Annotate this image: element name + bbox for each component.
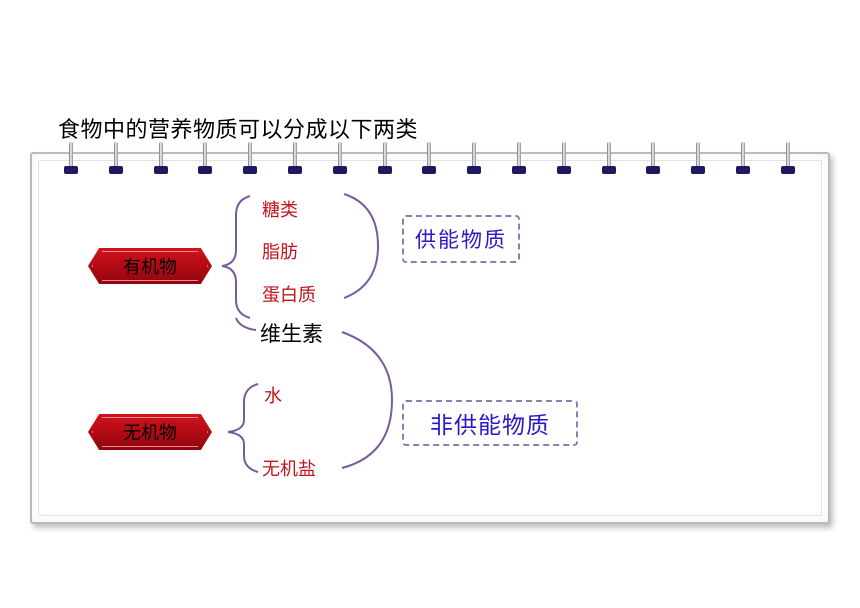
item-sugar: 糖类 bbox=[262, 200, 298, 221]
ring-wire bbox=[517, 142, 521, 168]
ring-wire bbox=[248, 142, 252, 168]
binding-ring bbox=[243, 142, 257, 176]
ring-wire bbox=[293, 142, 297, 168]
binding-ring bbox=[602, 142, 616, 176]
ring-wire bbox=[472, 142, 476, 168]
ring-hole bbox=[422, 166, 436, 174]
binding-ring bbox=[288, 142, 302, 176]
energy-right-brace bbox=[343, 193, 380, 299]
energy-group-label: 供能物质 bbox=[415, 228, 507, 252]
organic-label: 有机物 bbox=[123, 257, 177, 278]
inorganic-ribbon-inner bbox=[92, 417, 208, 447]
binding-ring bbox=[467, 142, 481, 176]
binding-ring bbox=[781, 142, 795, 176]
ring-hole bbox=[333, 166, 347, 174]
ring-hole bbox=[512, 166, 526, 174]
ring-hole bbox=[198, 166, 212, 174]
binding-ring bbox=[109, 142, 123, 176]
inorganic-label: 无机物 bbox=[123, 423, 177, 444]
ring-hole bbox=[288, 166, 302, 174]
item-protein: 蛋白质 bbox=[262, 285, 316, 306]
energy-group-box: 供能物质 bbox=[402, 215, 520, 263]
binding-ring bbox=[736, 142, 750, 176]
ring-wire bbox=[114, 142, 118, 168]
ring-hole bbox=[691, 166, 705, 174]
ring-wire bbox=[203, 142, 207, 168]
non-energy-group-label: 非供能物质 bbox=[430, 413, 550, 439]
ring-wire bbox=[741, 142, 745, 168]
inorganic-ribbon: 无机物 bbox=[88, 414, 212, 450]
ring-wire bbox=[786, 142, 790, 168]
notebook-paper bbox=[30, 152, 830, 524]
ring-wire bbox=[562, 142, 566, 168]
binding-ring bbox=[378, 142, 392, 176]
organic-ribbon-inner bbox=[92, 251, 208, 281]
ring-hole bbox=[557, 166, 571, 174]
item-vitamin: 维生素 bbox=[260, 322, 323, 346]
binding-ring bbox=[198, 142, 212, 176]
ring-hole bbox=[602, 166, 616, 174]
non-energy-group-box: 非供能物质 bbox=[402, 400, 578, 446]
ring-hole bbox=[467, 166, 481, 174]
spiral-binding bbox=[0, 138, 860, 178]
ring-hole bbox=[154, 166, 168, 174]
binding-ring bbox=[646, 142, 660, 176]
item-fat: 脂肪 bbox=[262, 242, 298, 263]
item-mineral-salt: 无机盐 bbox=[262, 459, 316, 480]
ring-hole bbox=[736, 166, 750, 174]
binding-ring bbox=[64, 142, 78, 176]
non-energy-right-brace bbox=[341, 331, 394, 469]
ring-wire bbox=[383, 142, 387, 168]
binding-ring bbox=[333, 142, 347, 176]
ring-wire bbox=[696, 142, 700, 168]
organic-ribbon: 有机物 bbox=[88, 248, 212, 284]
ring-wire bbox=[338, 142, 342, 168]
binding-ring bbox=[557, 142, 571, 176]
binding-ring bbox=[154, 142, 168, 176]
ring-hole bbox=[378, 166, 392, 174]
vitamin-connector bbox=[235, 317, 257, 331]
ring-wire bbox=[607, 142, 611, 168]
ring-wire bbox=[159, 142, 163, 168]
ring-hole bbox=[646, 166, 660, 174]
item-water: 水 bbox=[264, 386, 282, 407]
binding-ring bbox=[512, 142, 526, 176]
inorganic-left-brace bbox=[227, 383, 259, 473]
ring-hole bbox=[243, 166, 257, 174]
ring-hole bbox=[64, 166, 78, 174]
binding-ring bbox=[691, 142, 705, 176]
ring-wire bbox=[427, 142, 431, 168]
page-title: 食物中的营养物质可以分成以下两类 bbox=[58, 118, 419, 143]
ring-hole bbox=[109, 166, 123, 174]
ring-wire bbox=[651, 142, 655, 168]
ring-hole bbox=[781, 166, 795, 174]
binding-ring bbox=[422, 142, 436, 176]
ring-wire bbox=[69, 142, 73, 168]
organic-left-brace bbox=[221, 195, 251, 319]
